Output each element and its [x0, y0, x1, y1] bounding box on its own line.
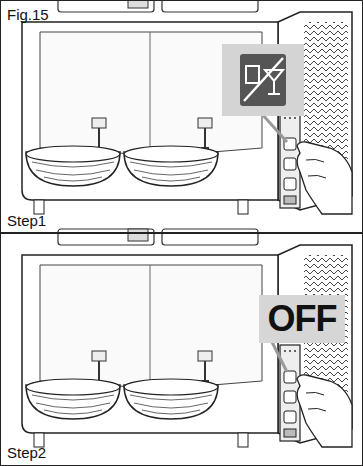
callout-box: OFF [259, 295, 345, 343]
figure-label: Fig.15 [7, 6, 49, 23]
step-panel: Fig.15Step1 [0, 0, 363, 234]
step-label: Step1 [7, 212, 46, 229]
step-panel: OFF Step2 [0, 232, 363, 466]
step-label: Step2 [7, 444, 46, 461]
callout-text: OFF [259, 295, 345, 343]
